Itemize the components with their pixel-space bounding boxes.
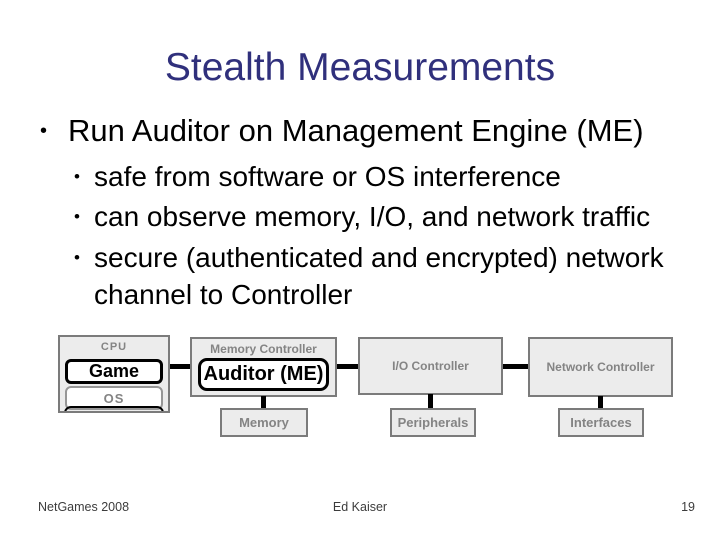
bullet-marker: • bbox=[74, 167, 80, 186]
footer-page-number: 19 bbox=[681, 500, 695, 514]
connector-memory-controller-to-io-controller bbox=[337, 364, 358, 369]
cpu-box: CPU Game OS bbox=[58, 335, 170, 413]
auditor-box: Auditor (ME) bbox=[198, 358, 329, 391]
network-controller-label: Network Controller bbox=[546, 360, 655, 374]
game-label: Game bbox=[88, 361, 140, 381]
bullet-text-sub-2: can observe memory, I/O, and network tra… bbox=[94, 201, 651, 232]
bullet-text-sub-1: safe from software or OS interference bbox=[94, 161, 561, 192]
connector-memory-controller-to-memory bbox=[261, 396, 266, 408]
os-label: OS bbox=[103, 390, 125, 406]
memory-controller-box: Memory Controller Auditor (ME) bbox=[190, 337, 337, 397]
game-box: Game bbox=[65, 359, 163, 384]
peripherals-label: Peripherals bbox=[397, 415, 469, 430]
stacked-box-edge bbox=[64, 406, 164, 411]
slide-title: Stealth Measurements bbox=[164, 46, 556, 89]
bullet-item-sub-2: • can observe memory, I/O, and network t… bbox=[74, 198, 694, 235]
io-controller-label: I/O Controller bbox=[392, 359, 469, 373]
footer-author: Ed Kaiser bbox=[332, 500, 388, 514]
bullet-item-sub-1: • safe from software or OS interference bbox=[74, 158, 694, 195]
connector-io-controller-to-peripherals bbox=[428, 394, 433, 408]
interfaces-label: Interfaces bbox=[570, 415, 632, 430]
bullet-item-main: • Run Auditor on Management Engine (ME) bbox=[40, 112, 690, 150]
memory-label: Memory bbox=[239, 415, 289, 430]
bullet-marker: • bbox=[74, 248, 80, 267]
connector-cpu-to-memory-controller bbox=[170, 364, 190, 369]
memory-controller-label: Memory Controller bbox=[210, 342, 317, 356]
connector-io-controller-to-network-controller bbox=[503, 364, 528, 369]
connector-network-controller-to-interfaces bbox=[598, 396, 603, 408]
bullet-text-main: Run Auditor on Management Engine (ME) bbox=[68, 113, 644, 148]
bullet-marker: • bbox=[74, 207, 80, 226]
network-controller-box: Network Controller bbox=[528, 337, 673, 397]
bullet-text-sub-3: secure (authenticated and encrypted) net… bbox=[94, 242, 664, 310]
bullet-item-sub-3: • secure (authenticated and encrypted) n… bbox=[74, 239, 694, 313]
cpu-label: CPU bbox=[100, 341, 128, 353]
io-controller-box: I/O Controller bbox=[358, 337, 503, 395]
footer-conference: NetGames 2008 bbox=[38, 500, 130, 514]
peripherals-box: Peripherals bbox=[390, 408, 476, 437]
auditor-label: Auditor (ME) bbox=[203, 363, 324, 385]
memory-box: Memory bbox=[220, 408, 308, 437]
interfaces-box: Interfaces bbox=[558, 408, 644, 437]
bullet-marker: • bbox=[40, 120, 48, 142]
